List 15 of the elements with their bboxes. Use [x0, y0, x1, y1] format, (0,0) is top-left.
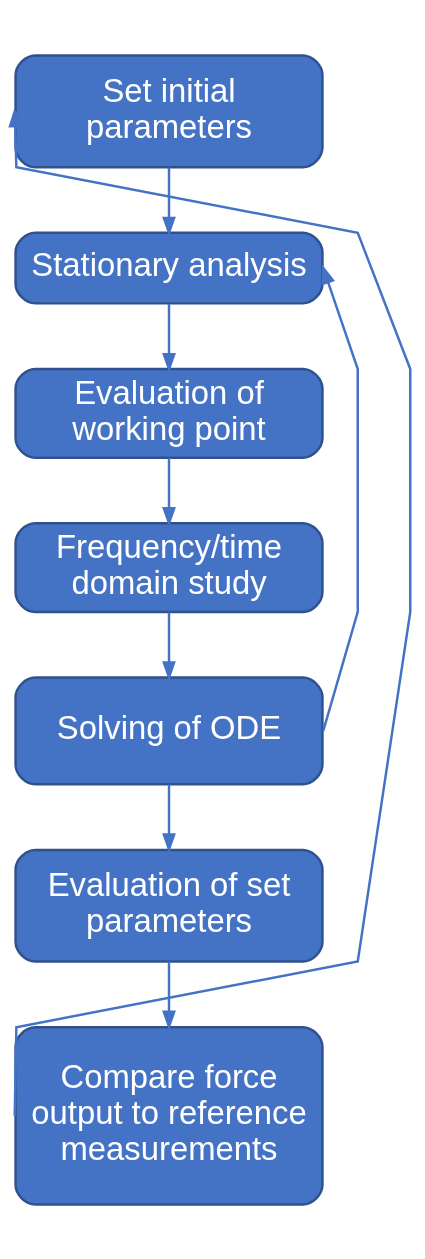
node-box: Evaluation of working point	[14, 367, 324, 459]
node-box: Solving of ODE	[14, 675, 324, 785]
node-box: Compare force output to reference measurements	[14, 1025, 324, 1206]
arrow	[162, 961, 176, 1030]
arrow	[321, 264, 359, 731]
arrow	[162, 167, 176, 236]
arrow	[162, 611, 176, 681]
node-box: Frequency/time domain study	[14, 521, 324, 613]
arrow	[162, 784, 176, 853]
node-box: Evaluation of set parameters	[14, 848, 324, 963]
node-box: Stationary analysis	[14, 231, 324, 305]
arrow	[162, 457, 176, 527]
node-box: Set initial parameters	[14, 53, 324, 168]
arrow	[162, 303, 176, 373]
arrow	[8, 107, 412, 1116]
